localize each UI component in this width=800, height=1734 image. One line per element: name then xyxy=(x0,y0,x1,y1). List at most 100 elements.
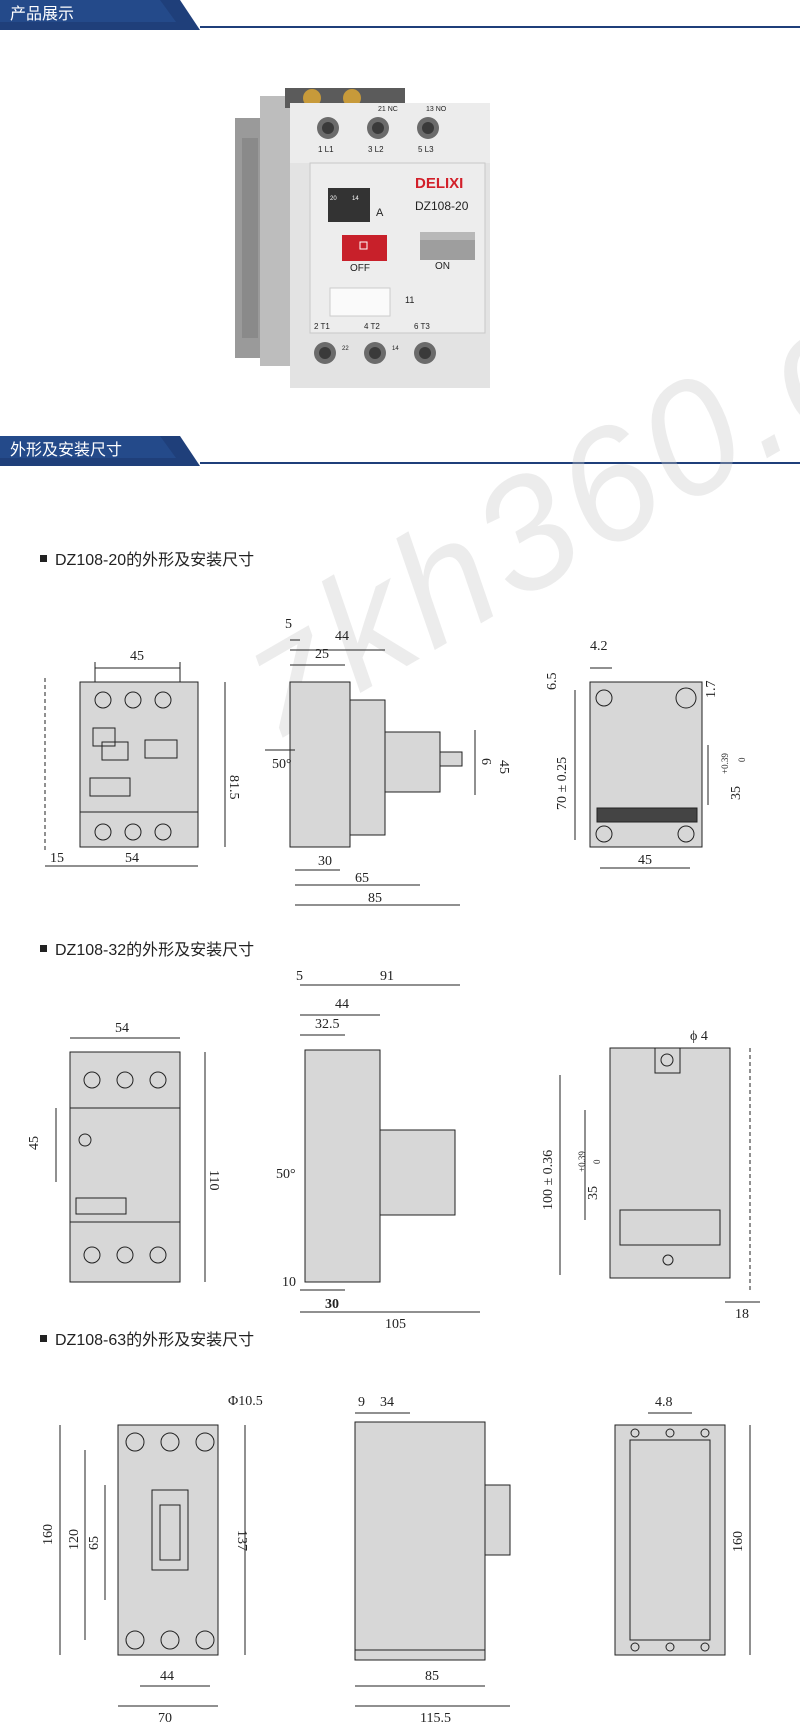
svg-text:35: 35 xyxy=(586,1186,601,1200)
svg-text:30: 30 xyxy=(325,1297,339,1312)
header-tab: 产品展示 xyxy=(0,0,200,30)
dimension-labels: 45 81.5 15 54 5 44 25 50° 6 45 30 65 85 … xyxy=(50,617,747,906)
terminal-label: 6 T3 xyxy=(414,322,430,331)
svg-text:50°: 50° xyxy=(276,1167,296,1182)
svg-text:70: 70 xyxy=(158,1711,172,1726)
svg-text:44: 44 xyxy=(335,629,349,644)
svg-text:32.5: 32.5 xyxy=(315,1017,340,1032)
header-tab-shape xyxy=(0,436,200,466)
current-unit: A xyxy=(376,207,384,219)
svg-text:4.8: 4.8 xyxy=(655,1395,673,1410)
svg-text:160: 160 xyxy=(731,1531,746,1552)
dimension-labels: Φ10.5 160 120 65 137 44 70 9 34 85 115.5… xyxy=(41,1394,746,1726)
svg-text:20: 20 xyxy=(330,196,337,202)
svg-text:50°: 50° xyxy=(272,757,292,772)
svg-text:25: 25 xyxy=(315,647,329,662)
section-dz108-20: DZ108-20的外形及安装尺寸 xyxy=(0,540,800,920)
svg-text:22: 22 xyxy=(342,346,349,352)
svg-text:120: 120 xyxy=(67,1529,82,1550)
header-rule xyxy=(200,462,800,464)
off-button xyxy=(342,235,387,261)
svg-text:65: 65 xyxy=(87,1536,102,1550)
svg-text:34: 34 xyxy=(380,1395,394,1410)
model-label: DZ108-20 xyxy=(415,199,469,213)
svg-text:18: 18 xyxy=(735,1307,749,1322)
section-title: DZ108-32的外形及安装尺寸 xyxy=(40,936,254,960)
svg-text:85: 85 xyxy=(425,1669,439,1684)
terminal-screw xyxy=(303,89,321,107)
svg-text:44: 44 xyxy=(160,1669,174,1684)
dimension-labels: 54 45 110 5 91 44 32.5 50° 10 30 105 ϕ 4… xyxy=(27,969,749,1330)
svg-text:9: 9 xyxy=(358,1395,365,1410)
section-dz108-63: DZ108-63的外形及安装尺寸 Φ10.5 160 120 xyxy=(0,1320,800,1734)
svg-text:15: 15 xyxy=(50,851,64,866)
svg-text:100 ± 0.36: 100 ± 0.36 xyxy=(541,1150,556,1210)
hole-diameter: Φ10.5 xyxy=(228,1394,263,1409)
svg-text:70 ± 0.25: 70 ± 0.25 xyxy=(555,757,570,810)
svg-text:54: 54 xyxy=(115,1021,129,1036)
aux-code: 11 xyxy=(405,295,414,305)
svg-text:+0.39: +0.39 xyxy=(720,753,730,774)
svg-text:35: 35 xyxy=(729,786,744,800)
svg-text:81.5: 81.5 xyxy=(226,775,241,800)
svg-text:5: 5 xyxy=(285,617,292,632)
section-header-dimensions: 外形及安装尺寸 xyxy=(0,436,800,466)
svg-text:54: 54 xyxy=(125,851,139,866)
svg-text:14: 14 xyxy=(392,346,399,352)
svg-text:10: 10 xyxy=(282,1275,296,1290)
aux-top-label: 13 NO xyxy=(426,106,447,113)
section-title: DZ108-20的外形及安装尺寸 xyxy=(40,546,254,570)
section-header-product: 产品展示 xyxy=(0,0,800,30)
svg-text:65: 65 xyxy=(355,871,369,886)
svg-text:137: 137 xyxy=(234,1530,249,1551)
on-label: ON xyxy=(435,261,450,272)
svg-text:45: 45 xyxy=(27,1136,42,1150)
svg-text:91: 91 xyxy=(380,969,394,984)
mount-view-body xyxy=(614,1424,726,1656)
svg-text:14: 14 xyxy=(352,196,359,202)
terminal-label: 3 L2 xyxy=(368,145,384,154)
header-title: 产品展示 xyxy=(10,6,75,23)
svg-text:115.5: 115.5 xyxy=(420,1711,451,1726)
svg-text:0: 0 xyxy=(592,1159,602,1164)
front-view-body xyxy=(117,1424,219,1656)
bullet-icon xyxy=(40,945,47,953)
svg-text:+0.39: +0.39 xyxy=(577,1151,587,1172)
terminal-screw xyxy=(343,89,361,107)
svg-text:4.2: 4.2 xyxy=(590,639,608,654)
drawing-dz108-20: 45 81.5 15 54 5 44 25 50° 6 45 30 65 85 … xyxy=(44,617,747,906)
front-view-body xyxy=(69,1051,181,1283)
label-plate xyxy=(329,287,391,317)
header-tab-shape xyxy=(0,0,200,30)
brand-logo: DELIXI xyxy=(415,175,463,192)
svg-text:110: 110 xyxy=(206,1170,221,1190)
terminal-label: 4 T2 xyxy=(364,322,380,331)
side-view-body xyxy=(354,1421,486,1661)
side-view-body xyxy=(304,1049,381,1283)
svg-text:45: 45 xyxy=(638,853,652,868)
header-title: 外形及安装尺寸 xyxy=(10,442,123,459)
drawing-dz108-32: 54 45 110 5 91 44 32.5 50° 10 30 105 ϕ 4… xyxy=(27,969,760,1330)
front-view-body xyxy=(79,681,199,848)
svg-text:ϕ 4: ϕ 4 xyxy=(690,1029,708,1044)
section-title: DZ108-63的外形及安装尺寸 xyxy=(40,1326,254,1350)
drawing-dz108-63: Φ10.5 160 120 65 137 44 70 9 34 85 115.5… xyxy=(41,1394,751,1726)
svg-text:5: 5 xyxy=(296,969,303,984)
header-tab: 外形及安装尺寸 xyxy=(0,436,200,466)
product-photo: 21 NC 13 NO 1 L1 3 L2 5 L3 DELIXI DZ108-… xyxy=(235,88,490,388)
svg-text:45: 45 xyxy=(496,760,511,774)
mount-view-body xyxy=(609,1047,731,1279)
terminal-label: 5 L3 xyxy=(418,145,434,154)
terminal-label: 1 L1 xyxy=(318,145,334,154)
svg-text:160: 160 xyxy=(41,1524,56,1545)
svg-text:30: 30 xyxy=(318,854,332,869)
svg-text:44: 44 xyxy=(335,997,349,1012)
svg-text:85: 85 xyxy=(368,891,382,906)
aux-top-label: 21 NC xyxy=(378,106,398,113)
svg-text:105: 105 xyxy=(385,1317,406,1330)
svg-text:6: 6 xyxy=(478,758,493,765)
section-dz108-32: DZ108-32的外形及安装尺寸 54 45 110 xyxy=(0,930,800,1330)
side-view-body xyxy=(289,681,351,848)
terminal-label: 2 T1 xyxy=(314,322,330,331)
svg-text:0: 0 xyxy=(737,757,747,762)
